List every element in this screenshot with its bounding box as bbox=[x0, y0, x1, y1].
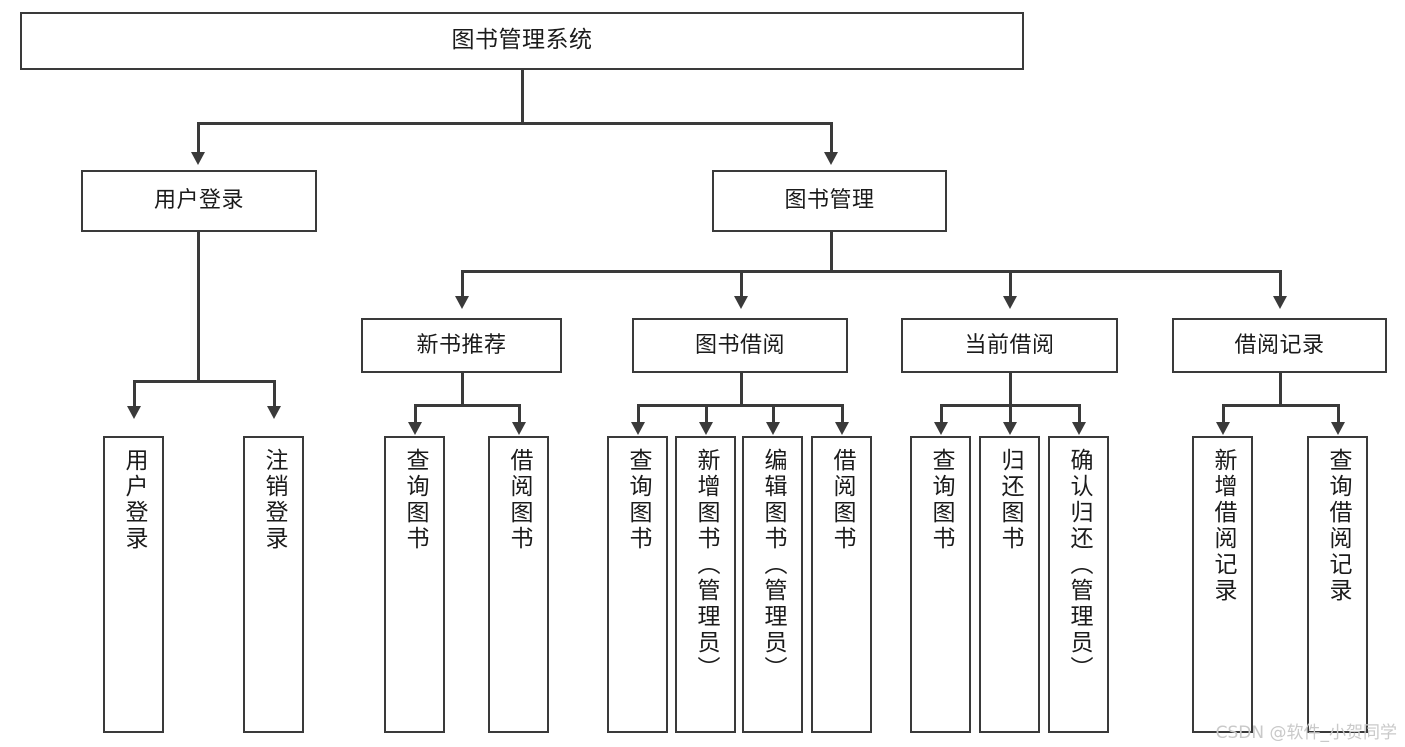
arrow-leaf-br-2 bbox=[1331, 422, 1345, 435]
node-label: 当前借阅 bbox=[964, 332, 1055, 358]
connector-bb-drop-2 bbox=[705, 404, 708, 426]
node-book-management[interactable]: 图书管理 bbox=[712, 170, 947, 232]
leaf-label: 借阅图书 bbox=[506, 448, 532, 552]
arrow-to-current-borrow bbox=[1003, 296, 1017, 309]
connector-bm-drop-1 bbox=[461, 270, 464, 298]
node-new-book-recommend[interactable]: 新书推荐 bbox=[361, 318, 562, 373]
leaf-label: 查询借阅记录 bbox=[1325, 448, 1351, 604]
connector-user-login-stem bbox=[197, 232, 200, 382]
leaf-label: 新增图书（管理员） bbox=[693, 448, 719, 682]
connector-to-book-manage bbox=[830, 122, 833, 154]
connector-cb-drop-3 bbox=[1078, 404, 1081, 426]
node-borrow-record[interactable]: 借阅记录 bbox=[1172, 318, 1387, 373]
node-label: 借阅记录 bbox=[1234, 332, 1325, 358]
connector-to-user-login bbox=[197, 122, 200, 154]
connector-current-borrow-stem bbox=[1009, 373, 1012, 406]
connector-user-login-drop-1 bbox=[133, 380, 136, 408]
arrow-to-book-borrow bbox=[734, 296, 748, 309]
leaf-cb-return-book[interactable]: 归还图书 bbox=[979, 436, 1040, 733]
arrow-leaf-nb-1 bbox=[408, 422, 422, 435]
connector-user-login-bus bbox=[133, 380, 275, 383]
connector-bb-drop-1 bbox=[637, 404, 640, 426]
arrow-leaf-br-1 bbox=[1216, 422, 1230, 435]
leaf-br-add-record[interactable]: 新增借阅记录 bbox=[1192, 436, 1253, 733]
connector-book-borrow-bus bbox=[637, 404, 843, 407]
leaf-label: 借阅图书 bbox=[829, 448, 855, 552]
arrow-leaf-bb-3 bbox=[766, 422, 780, 435]
node-book-borrow[interactable]: 图书借阅 bbox=[632, 318, 848, 373]
leaf-label: 归还图书 bbox=[997, 448, 1023, 552]
connector-borrow-record-bus bbox=[1222, 404, 1339, 407]
watermark-text: CSDN @软件_小贺同学 bbox=[1215, 723, 1397, 743]
arrow-to-book-manage bbox=[824, 152, 838, 165]
connector-book-manage-stem bbox=[830, 232, 833, 272]
connector-br-drop-2 bbox=[1337, 404, 1340, 426]
leaf-label: 编辑图书（管理员） bbox=[760, 448, 786, 682]
leaf-bb-edit-book-admin[interactable]: 编辑图书（管理员） bbox=[742, 436, 803, 733]
leaf-label: 新增借阅记录 bbox=[1210, 448, 1236, 604]
node-root-system[interactable]: 图书管理系统 bbox=[20, 12, 1024, 70]
node-label: 新书推荐 bbox=[416, 332, 507, 358]
connector-br-drop-1 bbox=[1222, 404, 1225, 426]
leaf-nb-query-book[interactable]: 查询图书 bbox=[384, 436, 445, 733]
connector-cb-drop-2 bbox=[1009, 404, 1012, 426]
connector-nb-drop-1 bbox=[414, 404, 417, 426]
leaf-label: 注销登录 bbox=[261, 448, 287, 552]
connector-bm-drop-3 bbox=[1009, 270, 1012, 298]
leaf-user-login[interactable]: 用户登录 bbox=[103, 436, 164, 733]
node-label: 图书借阅 bbox=[694, 332, 785, 358]
connector-book-borrow-stem bbox=[740, 373, 743, 406]
connector-user-login-drop-2 bbox=[273, 380, 276, 408]
leaf-label: 查询图书 bbox=[625, 448, 651, 552]
connector-root-stem bbox=[521, 70, 524, 122]
arrow-leaf-logout bbox=[267, 406, 281, 419]
connector-new-book-stem bbox=[461, 373, 464, 406]
arrow-leaf-user-login bbox=[127, 406, 141, 419]
arrow-leaf-bb-1 bbox=[631, 422, 645, 435]
arrow-leaf-bb-4 bbox=[835, 422, 849, 435]
connector-book-manage-bus bbox=[461, 270, 1279, 273]
arrow-leaf-cb-3 bbox=[1072, 422, 1086, 435]
leaf-bb-borrow-book[interactable]: 借阅图书 bbox=[811, 436, 872, 733]
leaf-label: 确认归还（管理员） bbox=[1066, 448, 1092, 682]
leaf-br-query-record[interactable]: 查询借阅记录 bbox=[1307, 436, 1368, 733]
node-label: 图书管理 bbox=[784, 188, 875, 214]
node-label: 用户登录 bbox=[153, 188, 244, 214]
node-user-login[interactable]: 用户登录 bbox=[81, 170, 317, 232]
leaf-bb-query-book[interactable]: 查询图书 bbox=[607, 436, 668, 733]
node-current-borrow[interactable]: 当前借阅 bbox=[901, 318, 1118, 373]
leaf-label: 查询图书 bbox=[402, 448, 428, 552]
arrow-to-new-book bbox=[455, 296, 469, 309]
connector-nb-drop-2 bbox=[518, 404, 521, 426]
leaf-nb-borrow-book[interactable]: 借阅图书 bbox=[488, 436, 549, 733]
connector-bb-drop-4 bbox=[841, 404, 844, 426]
connector-bm-drop-4 bbox=[1279, 270, 1282, 298]
arrow-to-borrow-record bbox=[1273, 296, 1287, 309]
connector-cb-drop-1 bbox=[940, 404, 943, 426]
arrow-leaf-cb-1 bbox=[934, 422, 948, 435]
leaf-cb-query-book[interactable]: 查询图书 bbox=[910, 436, 971, 733]
leaf-label: 查询图书 bbox=[928, 448, 954, 552]
node-label: 图书管理系统 bbox=[451, 27, 593, 54]
connector-new-book-bus bbox=[414, 404, 520, 407]
connector-borrow-record-stem bbox=[1279, 373, 1282, 406]
arrow-to-user-login bbox=[191, 152, 205, 165]
leaf-logout[interactable]: 注销登录 bbox=[243, 436, 304, 733]
connector-root-bus bbox=[197, 122, 832, 125]
leaf-label: 用户登录 bbox=[121, 448, 147, 552]
arrow-leaf-cb-2 bbox=[1003, 422, 1017, 435]
connector-bb-drop-3 bbox=[772, 404, 775, 426]
arrow-leaf-nb-2 bbox=[512, 422, 526, 435]
arrow-leaf-bb-2 bbox=[699, 422, 713, 435]
connector-bm-drop-2 bbox=[740, 270, 743, 298]
leaf-bb-add-book-admin[interactable]: 新增图书（管理员） bbox=[675, 436, 736, 733]
leaf-cb-confirm-return-admin[interactable]: 确认归还（管理员） bbox=[1048, 436, 1109, 733]
